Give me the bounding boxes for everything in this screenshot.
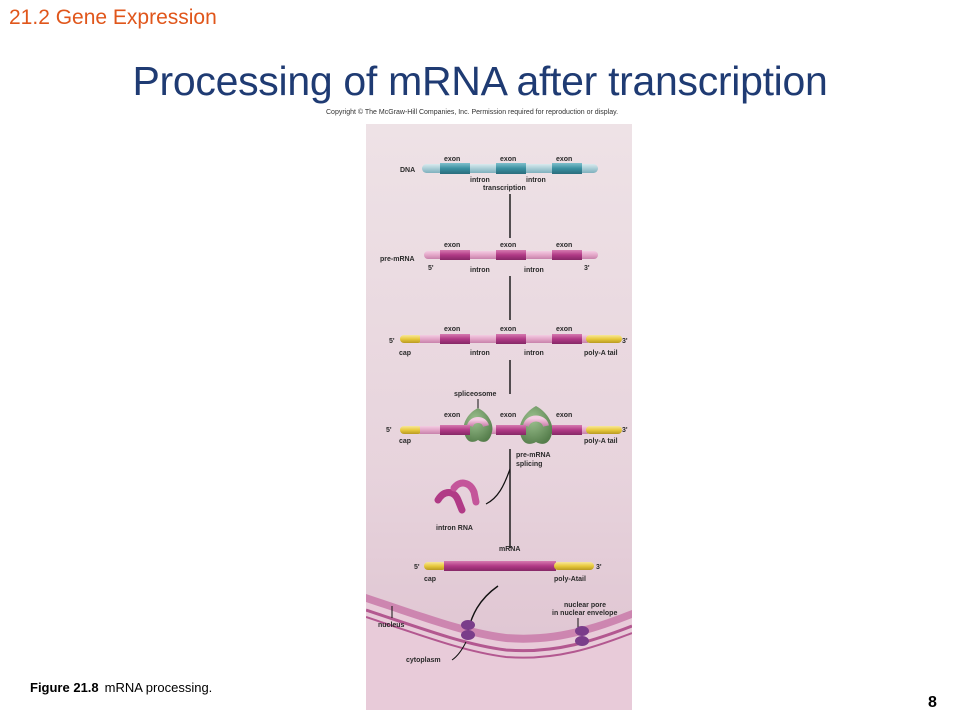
splice-exon-2 (496, 425, 526, 435)
splicing-label-2: splicing (516, 461, 542, 468)
dna-exon-label-1: exon (444, 156, 460, 163)
dna-intron-label-1: intron (470, 177, 490, 184)
row5-cap-label: cap (424, 576, 436, 583)
nuclear-pore-label-1: nuclear pore (564, 602, 606, 609)
figure-caption-text: mRNA processing. (104, 680, 213, 695)
mrna-processing-diagram: exon exon exon DNA intron intron transcr… (366, 124, 632, 710)
nuclear-pore-1 (461, 620, 475, 640)
row3-exon-label-1: exon (444, 326, 460, 333)
row3-5prime: 5' (389, 338, 395, 345)
released-intron-2 (450, 479, 480, 506)
row5-5prime: 5' (414, 564, 420, 571)
nuclear-pore-label-2: in nuclear envelope (552, 610, 617, 617)
pre-mrna-intron-label-1: intron (470, 267, 490, 274)
row5-3prime: 3' (596, 564, 602, 571)
pre-mrna-intron-label-2: intron (524, 267, 544, 274)
page-number: 8 (928, 694, 937, 711)
intron-rna-label: intron RNA (436, 525, 473, 532)
dna-exon-3 (552, 163, 582, 174)
nuclear-envelope-line-2 (366, 616, 632, 659)
copyright-notice: Copyright © The McGraw-Hill Companies, I… (326, 109, 619, 116)
dna-exon-1 (440, 163, 470, 174)
row5-poly-a-label: poly-Atail (554, 576, 586, 583)
pre-mrna-strand (424, 250, 598, 260)
pre-mrna-exon-label-3: exon (556, 242, 572, 249)
dna-exon-label-2: exon (500, 156, 516, 163)
capped-pre-mrna-strand (400, 334, 622, 344)
section-heading: 21.2 Gene Expression (9, 6, 217, 29)
released-intron-1 (434, 489, 466, 514)
slide-title: Processing of mRNA after transcription (132, 58, 828, 104)
cap-4 (400, 426, 422, 434)
row3-exon-label-2: exon (500, 326, 516, 333)
spliceosome-1 (463, 408, 493, 442)
cytoplasm-label: cytoplasm (406, 657, 441, 664)
pre-mrna-exon-1 (440, 250, 470, 260)
row4-poly-a-label: poly-A tail (584, 438, 618, 445)
pre-mrna-exon-label-1: exon (444, 242, 460, 249)
cap-3 (400, 335, 422, 343)
cytoplasm-pointer (451, 641, 467, 661)
nuclear-pore-2 (575, 626, 589, 646)
poly-a-tail-4 (586, 426, 622, 434)
mature-mrna-strand (424, 561, 594, 571)
row4-3prime: 3' (622, 427, 628, 434)
row3-cap-label: cap (399, 350, 411, 357)
pre-mrna-5prime: 5' (428, 265, 434, 272)
pre-mrna-label: pre-mRNA (380, 256, 415, 263)
row4-exon-label-3: exon (556, 412, 572, 419)
poly-a-tail-3 (586, 335, 622, 343)
pre-mrna-exon-label-2: exon (500, 242, 516, 249)
row3-intron-label-2: intron (524, 350, 544, 357)
intron-release-arrow (485, 468, 511, 505)
intron-loop-2 (523, 415, 549, 428)
figure-caption-label: Figure 21.8 (30, 680, 99, 695)
transcription-label: transcription (483, 185, 526, 192)
cap-5 (424, 562, 446, 570)
pre-mrna-exon-2 (496, 250, 526, 260)
dna-exon-label-3: exon (556, 156, 572, 163)
pre-mrna-3prime: 3' (584, 265, 590, 272)
splicing-label-1: pre-mRNA (516, 452, 551, 459)
row3-intron-label-1: intron (470, 350, 490, 357)
poly-a-tail-5 (554, 562, 594, 570)
row3-exon-label-3: exon (556, 326, 572, 333)
figure-caption: Figure 21.8 mRNA processing. (30, 680, 212, 695)
row4-5prime: 5' (386, 427, 392, 434)
splice-exon-1 (440, 425, 470, 435)
pre-mrna-exon-3 (552, 250, 582, 260)
intron-loop-1 (467, 417, 489, 428)
dna-label: DNA (400, 167, 415, 174)
spliceosome-label: spliceosome (454, 391, 497, 398)
dna-strand (422, 163, 598, 174)
nucleus-label: nucleus (378, 622, 405, 629)
splice-exon-3 (552, 425, 582, 435)
row3-poly-a-label: poly-A tail (584, 350, 618, 357)
row4-exon-label-1: exon (444, 412, 460, 419)
row4-cap-label: cap (399, 438, 411, 445)
row3-3prime: 3' (622, 338, 628, 345)
spliceosome-2 (519, 406, 553, 444)
nuclear-envelope-line (366, 608, 632, 653)
row4-exon-label-2: exon (500, 412, 516, 419)
dna-intron-label-2: intron (526, 177, 546, 184)
dna-exon-2 (496, 163, 526, 174)
mrna-label: mRNA (499, 546, 520, 553)
